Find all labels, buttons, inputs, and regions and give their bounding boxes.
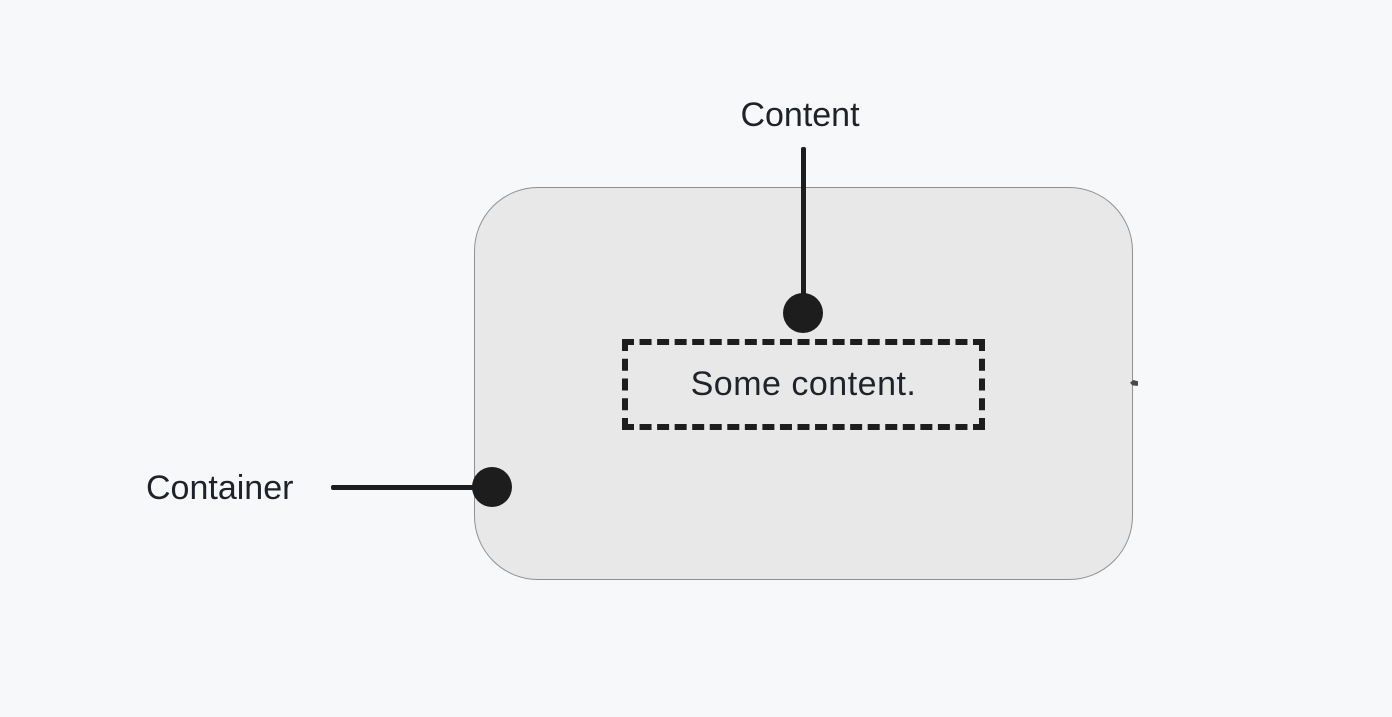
content-connector-line — [801, 147, 806, 315]
container-connector-line — [331, 485, 492, 490]
content-label: Content — [740, 96, 860, 134]
container-label: Container — [146, 469, 294, 507]
container-connector-dot — [472, 467, 512, 507]
content-text: Some content. — [690, 365, 917, 403]
content-connector-dot — [783, 293, 823, 333]
content-dashed-box: Some content. — [622, 339, 985, 430]
right-edge-tick-mark — [1130, 380, 1138, 386]
